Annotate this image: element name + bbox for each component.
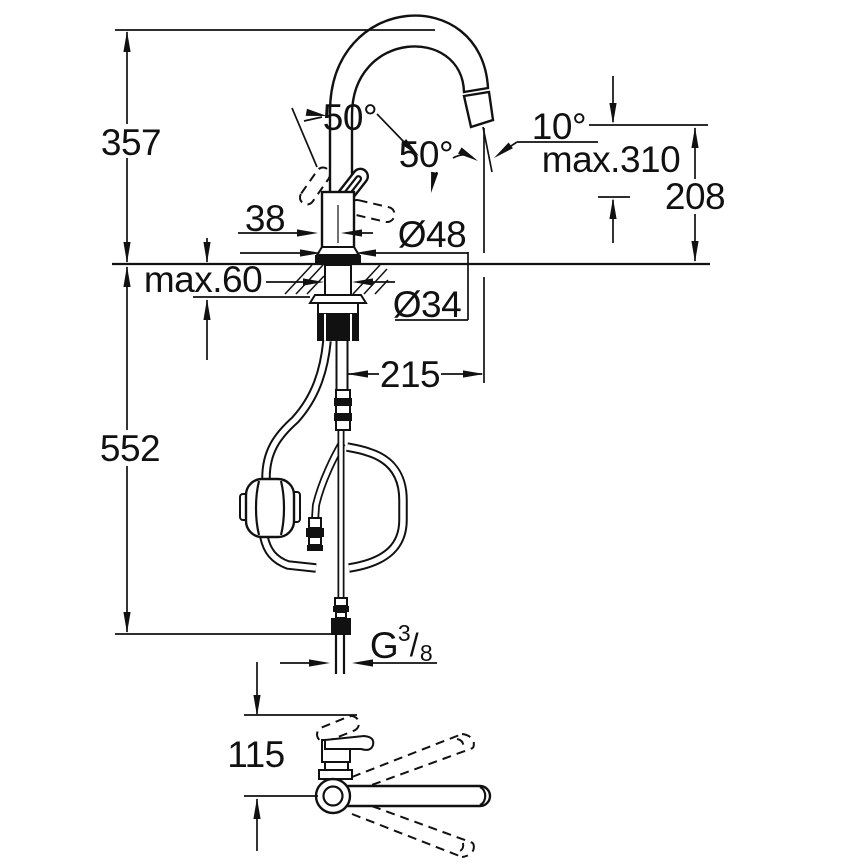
dim-label-50-left: 50°	[323, 97, 377, 138]
dimension-labels: 357 552 max.60 38 Ø48 Ø34 215 50° 50° 10…	[100, 97, 726, 775]
mounting-flange	[308, 294, 368, 304]
dim-label-115: 115	[227, 734, 285, 775]
spout-swivel-down-dashed	[351, 800, 475, 858]
top-view	[314, 715, 492, 858]
body-collar	[315, 246, 361, 256]
gooseneck-spout	[328, 14, 490, 195]
body-step-upper	[324, 761, 349, 771]
dim-label-dia48: Ø48	[398, 214, 466, 255]
dim-label-208: 208	[665, 176, 725, 217]
dim-label-max60: max.60	[144, 259, 262, 300]
dim-label-552: 552	[100, 428, 160, 469]
thread-slash: /	[410, 627, 419, 663]
g38-fitting	[331, 597, 351, 674]
swivel-base-inner	[322, 785, 344, 807]
dim-label-10deg: 10°	[532, 106, 586, 147]
lever-topview	[324, 734, 375, 751]
dim-label-215: 215	[380, 354, 440, 395]
lever-dashed-topview	[316, 715, 360, 743]
thread-g: G	[370, 625, 398, 666]
swivel-base-outer	[314, 777, 352, 815]
dim-label-g38: G 3 / 8	[370, 620, 433, 666]
central-hose	[335, 341, 349, 604]
body-step-lower	[318, 769, 353, 780]
spout-arm-topview	[332, 784, 492, 808]
counterweight	[239, 477, 301, 539]
dim-label-38: 38	[245, 198, 285, 239]
hose-coupling	[334, 389, 352, 431]
spray-head	[462, 90, 495, 129]
base-gasket	[315, 255, 361, 264]
nut-slots	[324, 314, 352, 341]
spout-swivel-up-dashed	[351, 733, 475, 791]
countertop-hatching	[284, 264, 389, 295]
shank	[324, 264, 352, 298]
dim-label-357: 357	[101, 122, 161, 163]
supply-fitting	[306, 517, 324, 551]
mounting-nut	[317, 314, 359, 341]
lever-dashed-back	[298, 166, 332, 206]
spout-arm-tip-line	[479, 785, 487, 807]
thread-sub: 8	[420, 640, 432, 666]
dim-label-max310: max.310	[542, 139, 680, 180]
flange-collar	[317, 302, 359, 315]
side-view	[112, 14, 710, 674]
thread-sup: 3	[398, 620, 410, 646]
dim-label-50-right: 50°	[399, 134, 453, 175]
dim-label-dia34: Ø34	[393, 284, 461, 325]
extension-lines	[115, 29, 708, 797]
dimension-lines	[126, 32, 696, 851]
